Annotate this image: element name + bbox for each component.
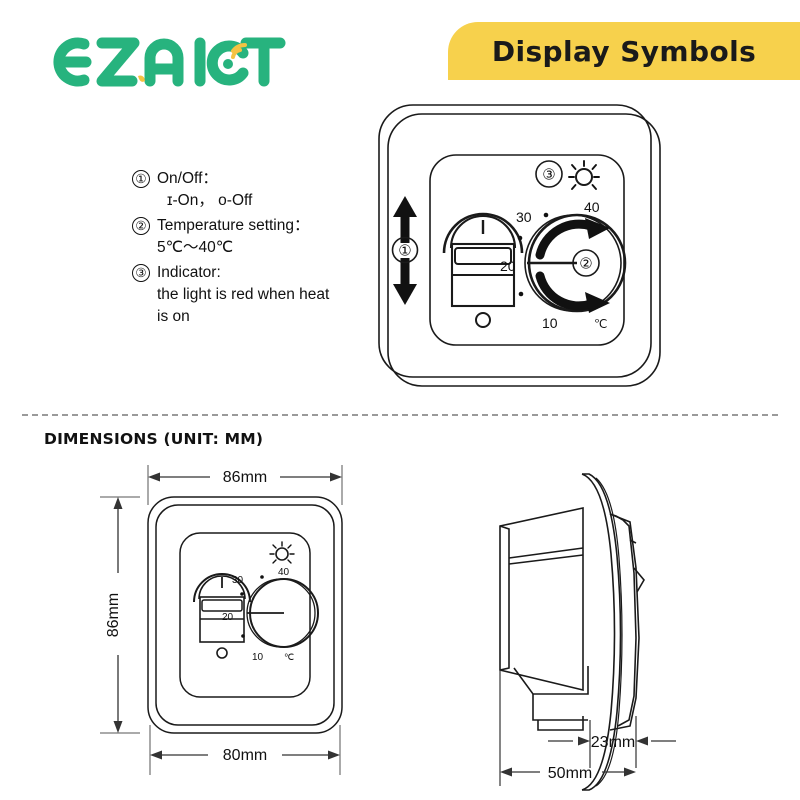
dimensions-side-view: 23mm 50mm — [478, 468, 800, 800]
dimension-width-bottom: 80mm — [149, 725, 341, 775]
dial-tick-dot — [260, 575, 264, 579]
callout-3-circle — [535, 160, 563, 188]
side-knob-profile — [609, 513, 645, 731]
dial-label-20: 20 — [222, 612, 234, 623]
legend-detail-3: the light is red when heat — [157, 286, 330, 303]
dimensions-front-view: 86mm 86mm 80mm — [90, 455, 420, 790]
dim-label-width-top: 86mm — [223, 469, 267, 486]
dial-tick-dot — [241, 634, 245, 638]
legend-detail-3b: is on — [157, 308, 190, 325]
temperature-dial: 40 30 20 10 ℃ — [222, 567, 319, 663]
device-outer-bezel-2 — [387, 113, 661, 387]
logo-svg — [53, 37, 286, 87]
thermostat-front-diagram: ① — [372, 98, 672, 403]
legend-item-3: ③ Indicator: the light is red when heat … — [132, 262, 382, 328]
dimension-height-left: 86mm — [100, 496, 140, 734]
dimensions-heading: DIMENSIONS (UNIT: MM) — [44, 430, 264, 448]
dim-label-height-left: 86mm — [105, 593, 122, 637]
dimension-width-top: 86mm — [147, 465, 343, 505]
dial-label-20: 20 — [500, 258, 516, 274]
callout-1-label: ① — [398, 243, 411, 260]
device-inner-panel — [179, 532, 311, 698]
device-outer-bezel — [378, 104, 652, 378]
legend-item-2: ② Temperature setting： 5℃～40℃ — [132, 215, 382, 259]
sun-icon — [568, 160, 600, 190]
dial-tick-dot — [543, 212, 549, 218]
dimension-depth-total: 50mm — [499, 670, 636, 786]
dim-label-depth-total: 50mm — [548, 765, 592, 782]
dial-tick-dot — [240, 592, 244, 596]
dial-tick-dot — [518, 291, 524, 297]
sun-icon — [269, 541, 295, 564]
side-back-body — [499, 507, 589, 731]
callout-number-2: ② — [132, 217, 150, 235]
banner-title: Display Symbols — [491, 34, 757, 68]
callout-3-label: ③ — [542, 167, 555, 184]
legend-detail-1: ɪ-On， о-Off — [167, 192, 253, 209]
dim-label-width-bottom: 80mm — [223, 747, 267, 764]
legend-title-1: On/Off： — [157, 170, 218, 187]
dial-label-40: 40 — [278, 567, 290, 578]
dim-label-depth-front: 23mm — [591, 734, 635, 751]
dial-tick-dot — [517, 235, 523, 241]
callout-1-circle — [391, 236, 419, 264]
legend-title-3: Indicator: — [157, 264, 221, 281]
legend-title-2: Temperature setting： — [157, 217, 310, 234]
dial-unit-label: ℃ — [594, 317, 607, 331]
brand-logo — [28, 26, 288, 96]
indicator-led — [475, 312, 491, 328]
device-outer-outline — [147, 496, 343, 734]
device-outer-outline-2 — [155, 504, 335, 726]
dial-label-30: 30 — [232, 575, 244, 586]
legend-item-1: ① On/Off： ɪ-On， о-Off — [132, 168, 382, 212]
section-divider — [22, 414, 778, 416]
indicator-led — [216, 647, 228, 659]
callout-2-circle — [572, 249, 600, 277]
power-rocker-switch — [193, 573, 251, 643]
legend-list: ① On/Off： ɪ-On， о-Off ② Temperature sett… — [132, 168, 382, 331]
dial-label-10: 10 — [542, 315, 558, 331]
dimension-depth-front: 23mm — [548, 716, 676, 768]
callout-number-1: ① — [132, 170, 150, 188]
dial-label-40: 40 — [584, 199, 600, 215]
rotation-arrows-icon — [535, 218, 610, 313]
dial-label-10: 10 — [252, 652, 264, 663]
callout-2-label: ② — [579, 256, 592, 273]
callout-number-3: ③ — [132, 264, 150, 282]
temperature-dial: 40 30 20 10 ℃ — [500, 199, 627, 331]
legend-detail-2: 5℃～40℃ — [157, 239, 234, 256]
dial-label-30: 30 — [516, 209, 532, 225]
display-symbols-banner: Display Symbols — [448, 22, 800, 80]
dial-unit-label: ℃ — [284, 652, 294, 662]
side-faceplate — [581, 473, 623, 791]
